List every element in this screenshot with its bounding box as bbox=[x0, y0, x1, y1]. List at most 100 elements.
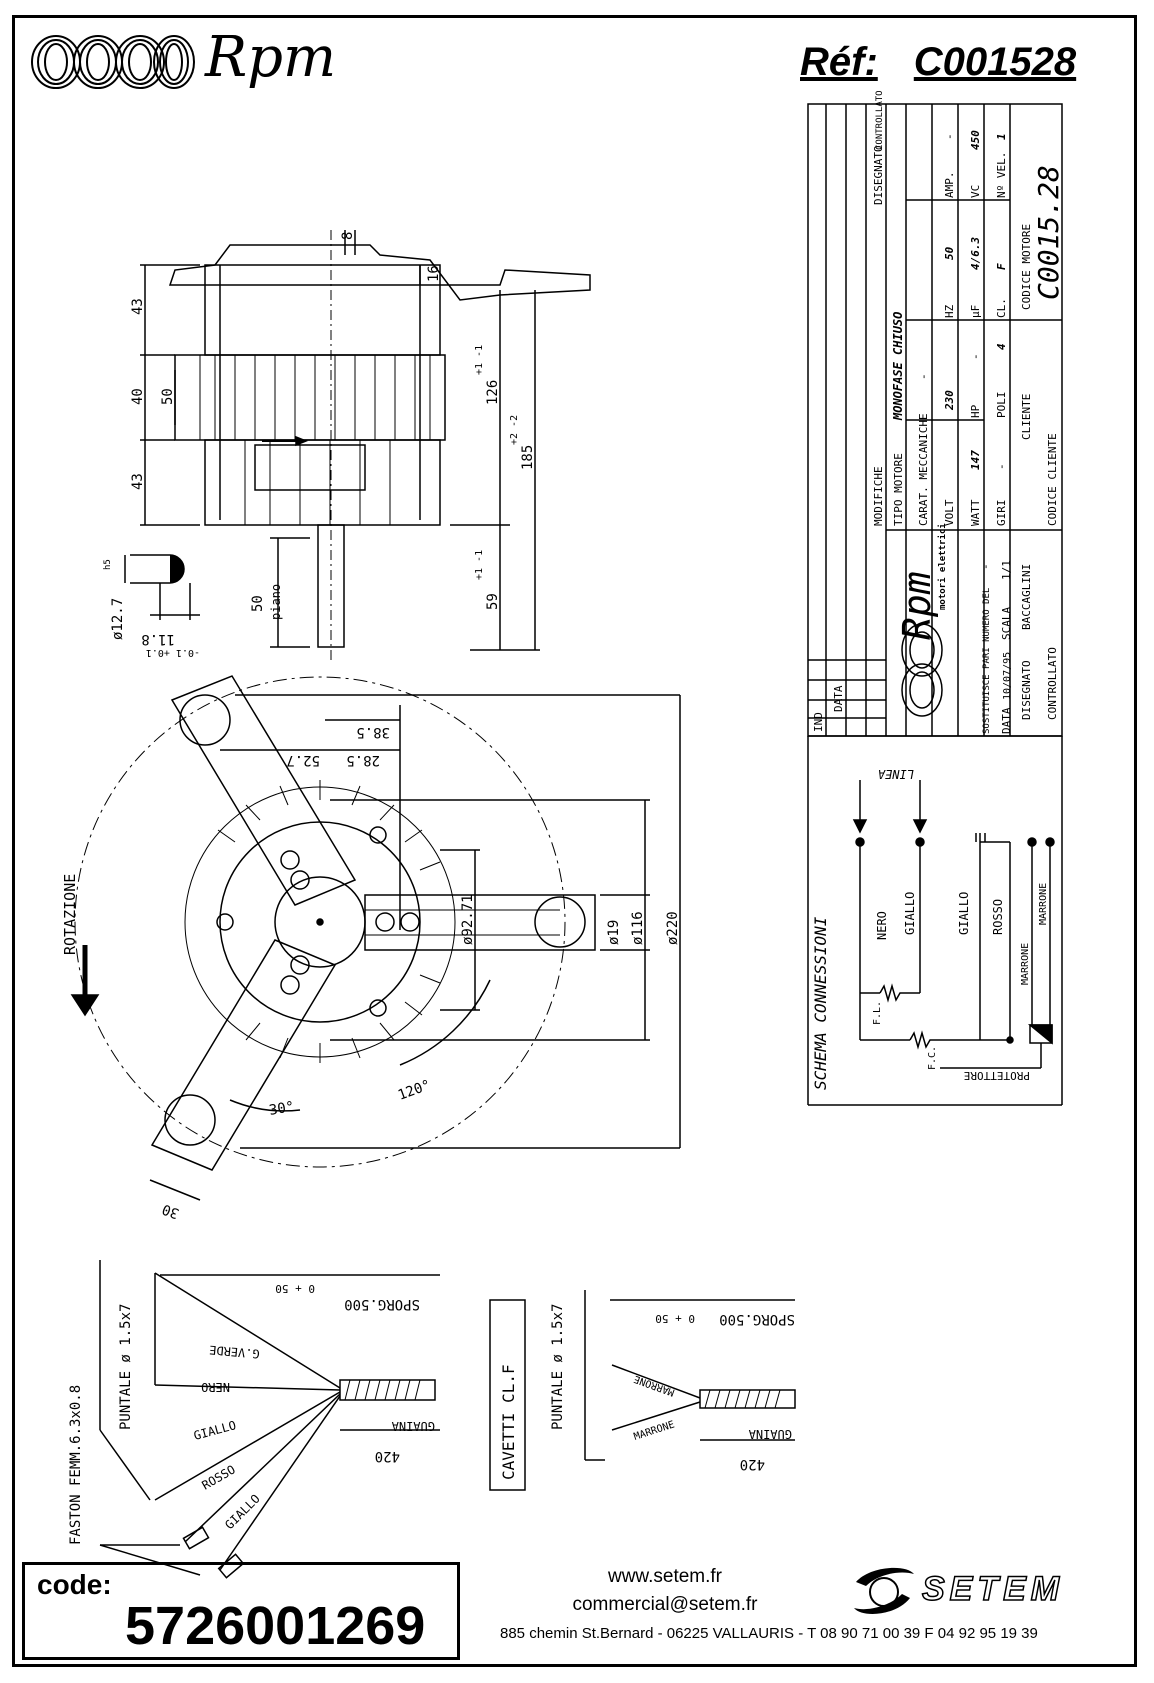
rev-col-ind: IND bbox=[812, 712, 825, 732]
cable-wire-nero: NERO bbox=[201, 1380, 230, 1394]
vc-label: VC bbox=[969, 185, 982, 198]
title-block-logo-text: Rpm bbox=[895, 571, 939, 640]
website-link[interactable]: www.setem.fr bbox=[607, 1566, 723, 1587]
hz-label: HZ bbox=[943, 304, 956, 318]
amp-value: - bbox=[943, 133, 956, 140]
cable-faston: FASTON FEMM.6.3x0.8 bbox=[68, 1385, 84, 1545]
volt-value: 230 bbox=[943, 390, 956, 411]
dim-126-tol: +1 -1 bbox=[474, 345, 485, 375]
motor-side-view bbox=[124, 230, 591, 660]
schema-wire-nero: NERO bbox=[875, 911, 889, 940]
schema-wire-giallo1: GIALLO bbox=[903, 892, 917, 935]
scala-label: SCALA bbox=[1000, 607, 1013, 640]
code-label: code: bbox=[37, 1569, 112, 1600]
cable-sporg1: SPORG.500 bbox=[344, 1296, 420, 1312]
schema-protettore: PROTETTORE bbox=[964, 1069, 1030, 1082]
address-text: 885 chemin St.Bernard - 06225 VALLAURIS … bbox=[500, 1625, 1038, 1642]
dim-116: ø116 bbox=[630, 911, 646, 945]
poli-value: 4 bbox=[995, 343, 1008, 350]
disegnato-label: DISEGNATO bbox=[1020, 660, 1033, 720]
code-value: 5726001269 bbox=[125, 1596, 426, 1656]
volt-label: VOLT bbox=[943, 499, 956, 526]
watt-value: 147 bbox=[969, 450, 982, 470]
cable-sporg2-tol: 0 + 50 bbox=[655, 1312, 695, 1325]
ref-label: Réf: bbox=[800, 40, 878, 84]
codice-cliente-label: CODICE CLIENTE bbox=[1046, 433, 1059, 526]
amp-label: AMP. bbox=[943, 172, 956, 199]
ref-value: C001528 bbox=[913, 40, 1077, 84]
dim-shaft-dia: ø12.7 bbox=[110, 598, 126, 640]
title-block-coil-logo bbox=[901, 623, 943, 717]
dim-220: ø220 bbox=[665, 911, 681, 945]
cliente-label: CLIENTE bbox=[1020, 394, 1033, 440]
cable-cavetti: CAVETTI CL.F bbox=[499, 1364, 518, 1480]
giri-value: - bbox=[995, 463, 1008, 470]
data-label: DATA bbox=[1000, 707, 1013, 734]
dim-19: ø19 bbox=[606, 920, 622, 945]
dim-angle-30: 30° bbox=[268, 1099, 296, 1119]
cable-guaina2: GUAINA bbox=[748, 1427, 792, 1441]
cable-drawing-secondary bbox=[584, 1290, 796, 1461]
scala-value: 1/1 bbox=[1000, 560, 1013, 580]
carat-value: - bbox=[917, 373, 930, 380]
disegnato-value: BACCAGLINI bbox=[1020, 564, 1033, 630]
uf-value: 4/6.3 bbox=[969, 237, 982, 270]
dim-38-5: 38.5 bbox=[356, 724, 390, 740]
dim-flat-len: 50 bbox=[250, 595, 266, 612]
cl-label: CL. bbox=[995, 298, 1008, 318]
cable-puntale2: PUNTALE ø 1.5x7 bbox=[550, 1304, 566, 1430]
schema-fc: F.C. bbox=[927, 1046, 938, 1070]
rev-col-modifiche: MODIFICHE bbox=[872, 466, 885, 526]
motor-front-view bbox=[70, 675, 681, 1201]
vc-value: 450 bbox=[969, 130, 982, 150]
sostituisce-value: - bbox=[979, 563, 992, 570]
nvel-label: Nº VEL. bbox=[995, 152, 1008, 198]
schema-fl: F.L. bbox=[872, 1001, 883, 1025]
cable-wire-marrone1: MARRONE bbox=[633, 1373, 676, 1398]
schema-wire-giallo2: GIALLO bbox=[957, 892, 971, 935]
sostituisce-label: SOSTITUISCE PARI NUMERO DEL bbox=[982, 588, 992, 734]
cable-wire-gverde: G.VERDE bbox=[209, 1343, 261, 1361]
dim-50: 50 bbox=[160, 388, 176, 405]
cable-drawing-main bbox=[99, 1260, 526, 1579]
schema-title: SCHEMA CONNESSIONI bbox=[811, 916, 830, 1090]
rotation-label: ROTAZIONE bbox=[61, 874, 79, 955]
dim-flat-label: piano bbox=[269, 584, 283, 620]
uf-label: µF bbox=[969, 305, 982, 318]
dim-flat-tol: -0.1 +0.1 bbox=[146, 647, 200, 658]
cl-value: F bbox=[995, 263, 1008, 270]
hp-value: - bbox=[969, 353, 982, 360]
schema-wire-marrone2: MARRONE bbox=[1038, 883, 1049, 925]
dim-8: 8 bbox=[340, 232, 356, 240]
brand-logo-text: Rpm bbox=[205, 25, 337, 90]
codice-motore-value: C0015.28 bbox=[1032, 165, 1065, 300]
cable-guaina1: GUAINA bbox=[391, 1419, 435, 1433]
cable-wire-marrone2: MARRONE bbox=[633, 1419, 676, 1442]
cable-puntale1: PUNTALE ø 1.5x7 bbox=[118, 1304, 134, 1430]
tipo-motore-label: TIPO MOTORE bbox=[892, 453, 905, 526]
schema-wire-marrone1: MARRONE bbox=[1020, 943, 1031, 985]
data-value: 10/07/95 bbox=[1002, 652, 1013, 700]
dim-43-top: 43 bbox=[130, 298, 146, 315]
dim-30: 30 bbox=[160, 1200, 181, 1221]
rev-col-controllato: CONTROLLATO bbox=[875, 90, 885, 150]
drawing-sheet bbox=[12, 15, 1137, 1667]
cable-wire-rosso: ROSSO bbox=[200, 1462, 238, 1492]
cable-wire-giallo1: GIALLO bbox=[192, 1418, 238, 1443]
carat-label: CARAT. MECCANICHE bbox=[917, 413, 930, 526]
dim-43-bottom: 43 bbox=[130, 473, 146, 490]
dim-28-5: 28.5 bbox=[346, 752, 380, 768]
dim-52-7: 52.7 bbox=[286, 752, 320, 768]
dim-126: 126 bbox=[485, 380, 501, 405]
schema-wire-rosso: ROSSO bbox=[991, 899, 1005, 935]
watt-label: WATT bbox=[969, 499, 982, 526]
dim-40: 40 bbox=[130, 388, 146, 405]
schema-wiring bbox=[852, 780, 1055, 1069]
dim-185-tol: +2 -2 bbox=[509, 415, 520, 445]
dim-angle-120: 120° bbox=[396, 1077, 433, 1104]
email-link[interactable]: commercial@setem.fr bbox=[572, 1594, 758, 1615]
rev-col-disegnato: DISEGNATO bbox=[872, 145, 885, 205]
dim-59: 59 bbox=[485, 593, 501, 610]
dim-16: 16 bbox=[426, 265, 442, 282]
